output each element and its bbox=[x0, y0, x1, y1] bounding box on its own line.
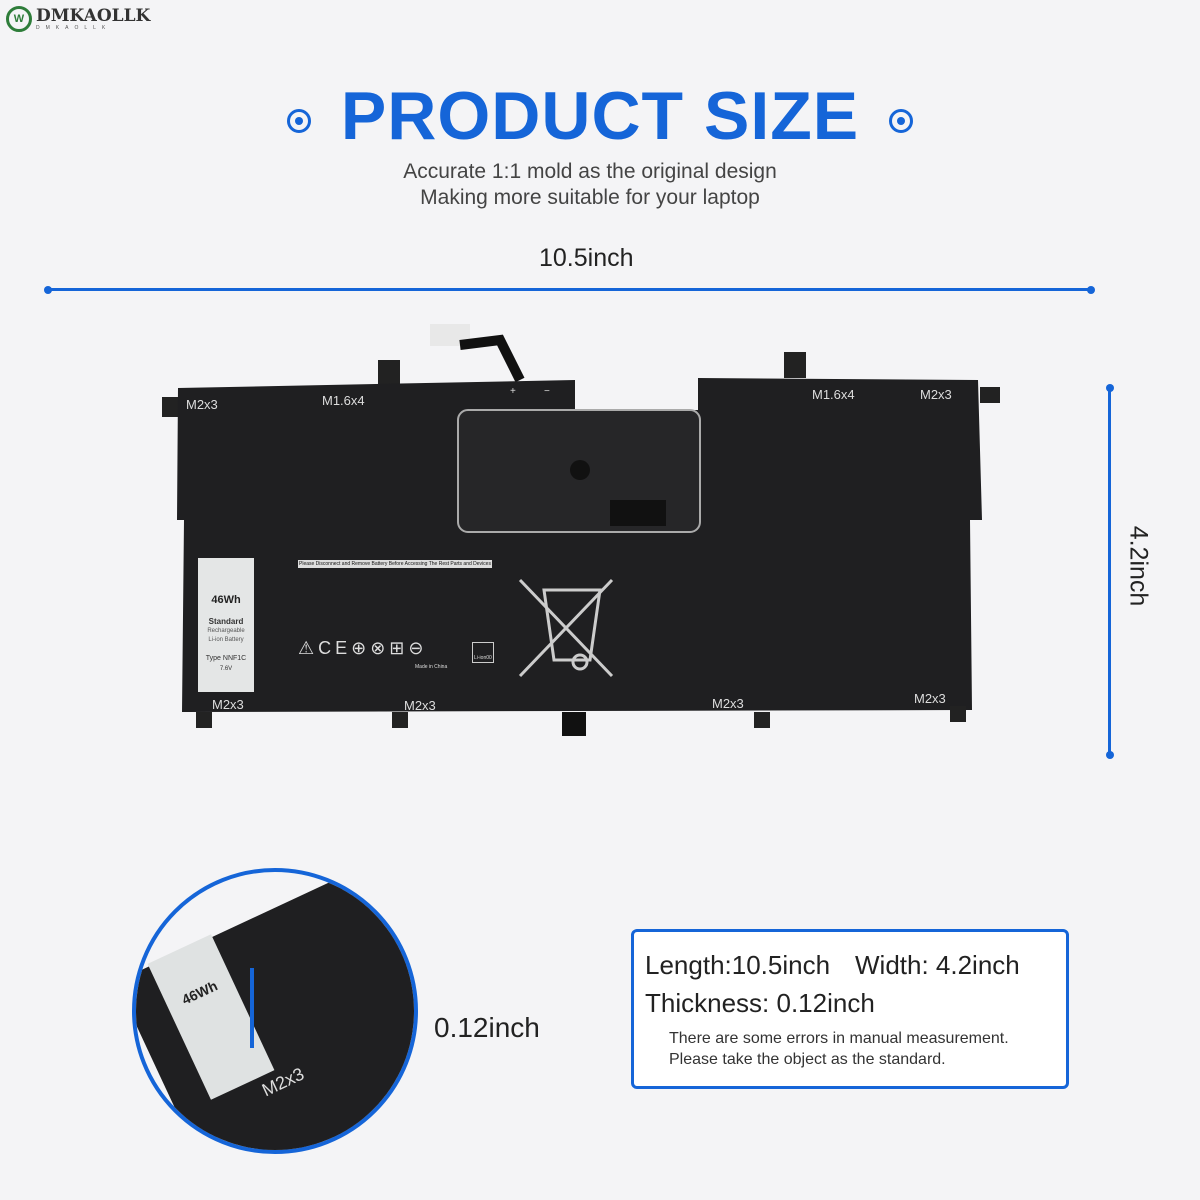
screw-label: M2x3 bbox=[186, 397, 218, 412]
screw-label: M2x3 bbox=[404, 698, 436, 713]
bullet-icon bbox=[889, 109, 914, 134]
line-end bbox=[1087, 286, 1095, 294]
line-end bbox=[1106, 384, 1114, 392]
screw-label: M1.6x4 bbox=[812, 387, 855, 402]
length-label: 10.5inch bbox=[539, 244, 634, 272]
spec-thickness: Thickness: 0.12inch bbox=[645, 988, 875, 1018]
warning-text: Please Disconnect and Remove Battery Bef… bbox=[298, 560, 492, 568]
thickness-label: 0.12inch bbox=[434, 1012, 540, 1043]
minus-sign: − bbox=[544, 386, 550, 397]
spec-note-1: There are some errors in manual measurem… bbox=[669, 1030, 1009, 1047]
label-text: Li-ion Battery bbox=[208, 637, 244, 643]
label-text: Standard bbox=[208, 617, 244, 626]
width-line bbox=[1108, 388, 1111, 756]
label-text: Rechargeable bbox=[207, 628, 245, 634]
brand-name: DMKAOLLK bbox=[36, 6, 151, 26]
brand-sub: DMKAOLLK bbox=[36, 25, 112, 31]
capacity-label: 46Wh bbox=[211, 594, 241, 606]
battery-image: M2x3 M1.6x4 M1.6x4 M2x3 M2x3 M2x3 M2x3 M… bbox=[162, 324, 1000, 736]
thickness-closeup: 46Wh M2x3 bbox=[132, 868, 418, 1154]
screw-label: M1.6x4 bbox=[322, 393, 365, 408]
screw-label: M2x3 bbox=[712, 696, 744, 711]
recycle-icon: Li-ion00 bbox=[472, 642, 494, 663]
page-title: PRODUCT SIZE bbox=[0, 78, 1200, 154]
brand-logo: W DMKAOLLK DMKAOLLK bbox=[6, 6, 150, 32]
line-end bbox=[1106, 751, 1114, 759]
spec-length: Length:10.5inch bbox=[645, 950, 831, 980]
subtitle-1: Accurate 1:1 mold as the original design bbox=[403, 160, 777, 183]
subtitle-2: Making more suitable for your laptop bbox=[420, 186, 760, 209]
spec-box: Length:10.5inch Width: 4.2inch Thickness… bbox=[631, 929, 1069, 1089]
screw-label: M2x3 bbox=[212, 697, 244, 712]
plus-sign: + bbox=[510, 386, 516, 397]
model-label: Type NNF1C bbox=[205, 655, 247, 662]
length-line bbox=[48, 288, 1092, 291]
spec-width: Width: 4.2inch bbox=[855, 950, 1020, 980]
logo-icon: W bbox=[6, 6, 32, 32]
certification-icons: ⚠CE⊕⊗⊞⊖ bbox=[298, 638, 428, 658]
voltage-label: 7.6V bbox=[219, 666, 233, 672]
bullet-icon bbox=[286, 109, 311, 134]
thickness-indicator bbox=[250, 968, 254, 1048]
spec-note-2: Please take the object as the standard. bbox=[669, 1051, 946, 1068]
line-end bbox=[44, 286, 52, 294]
screw-label: M2x3 bbox=[914, 691, 946, 706]
screw-label: M2x3 bbox=[920, 387, 952, 402]
made-in-label: Made in China bbox=[415, 664, 448, 670]
